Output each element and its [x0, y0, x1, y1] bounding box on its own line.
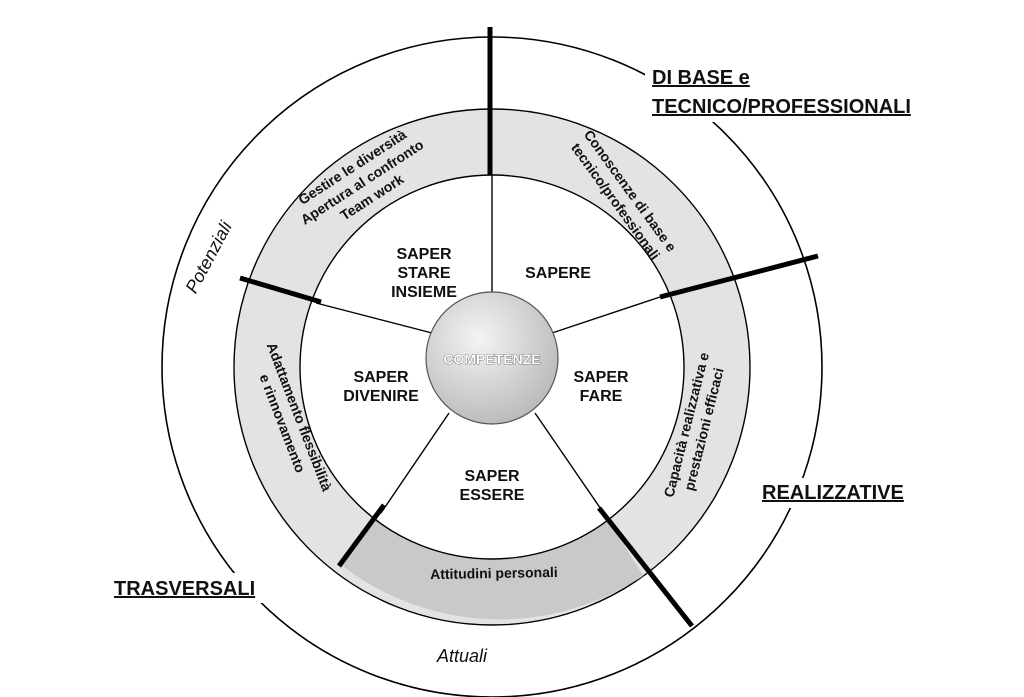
saper-divenire-line-2: DIVENIRE [343, 388, 419, 405]
inner-sector-saper-divenire: SAPER DIVENIRE [343, 369, 419, 405]
saper-fare-line-2: FARE [580, 388, 623, 405]
potenziali-label-group: Potenziali [176, 210, 243, 305]
inner-sector-saper-stare-insieme: SAPER STARE INSIEME [391, 246, 457, 301]
di-base-line-1: DI BASE e [652, 67, 750, 89]
attuali-label: Attuali [436, 646, 488, 666]
saper-essere-line-1: SAPER [464, 468, 520, 485]
center-circle [425, 291, 559, 425]
trasversali-label: TRASVERSALI [114, 578, 255, 600]
inner-sector-sapere: SAPERE [525, 265, 591, 282]
saper-stare-insieme-line-3: INSIEME [391, 284, 457, 301]
trasversali-label-bg [110, 573, 286, 603]
attitudini-label: Attitudini personali [430, 564, 558, 582]
realizzative-label-bg [758, 478, 936, 508]
potenziali-label-bg [176, 210, 243, 305]
center-label: COMPETENZE [443, 351, 540, 367]
sapere-label: SAPERE [525, 265, 591, 282]
saper-divenire-line-1: SAPER [353, 369, 409, 386]
attuali-label-bg [424, 642, 500, 668]
inner-spokes [315, 175, 661, 516]
ring-sector-attitudini: Attitudini personali [430, 564, 558, 582]
saper-stare-insieme-line-2: STARE [397, 265, 450, 282]
inner-sector-saper-fare: SAPER FARE [573, 369, 629, 405]
saper-stare-insieme-line-1: SAPER [396, 246, 452, 263]
di-base-line-2: TECNICO/PROFESSIONALI [652, 96, 911, 118]
thick-dividers [239, 27, 819, 628]
saper-fare-line-1: SAPER [573, 369, 629, 386]
saper-essere-line-2: ESSERE [460, 487, 525, 504]
inner-sector-saper-essere: SAPER ESSERE [460, 468, 525, 504]
di-base-label-bg [645, 62, 963, 122]
realizzative-label: REALIZZATIVE [762, 482, 904, 504]
